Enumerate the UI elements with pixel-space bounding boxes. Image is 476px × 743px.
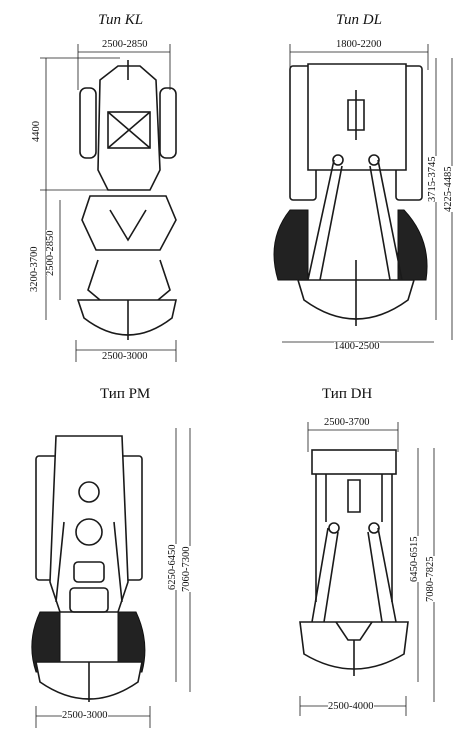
kl-mid-height: 2500-2850 — [45, 230, 57, 276]
kl-total-height: 4400 — [31, 121, 43, 142]
kl-top-width: 2500-2850 — [102, 39, 148, 51]
diagram-kl: Тип KL 2500-2850 4400 3200-3700 2500-285… — [0, 0, 238, 372]
dl-top-width: 1800-2200 — [336, 39, 382, 51]
kl-title: Тип KL — [98, 12, 144, 28]
pm-height-b: 7060-7300 — [181, 546, 193, 592]
pm-height-a: 6250-6450 — [167, 544, 179, 590]
dh-height-b: 7080-7825 — [425, 556, 437, 602]
dh-drawing — [299, 422, 435, 716]
dl-title: Тип DL — [336, 12, 382, 28]
dh-height-a: 6450-6515 — [409, 536, 421, 582]
dh-title: Тип DH — [322, 386, 373, 402]
kl-lower-height: 3200-3700 — [29, 246, 41, 292]
pm-title: Тип PM — [100, 386, 151, 402]
diagram-dh: Тип DH 2500-3700 6450-6515 7080-7825 250… — [238, 372, 476, 743]
dl-bottom-width: 1400-2500 — [334, 341, 380, 353]
kl-bottom-width: 2500-3000 — [102, 351, 148, 363]
dl-height-a: 3715-3745 — [427, 156, 439, 202]
dl-height-b: 4225-4485 — [443, 166, 455, 212]
pm-drawing — [31, 428, 191, 728]
kl-drawing — [40, 44, 177, 362]
diagram-dl: Тип DL 1800-2200 3715-3745 4225-4485 140… — [238, 0, 476, 372]
dh-top-width: 2500-3700 — [324, 417, 370, 429]
dl-drawing — [273, 44, 453, 343]
diagram-pm: Тип PM 6250-6450 7060-7300 2500-3000 — [0, 372, 238, 743]
pm-bottom-width: 2500-3000 — [62, 710, 108, 722]
dh-bottom-width: 2500-4000 — [328, 701, 374, 713]
